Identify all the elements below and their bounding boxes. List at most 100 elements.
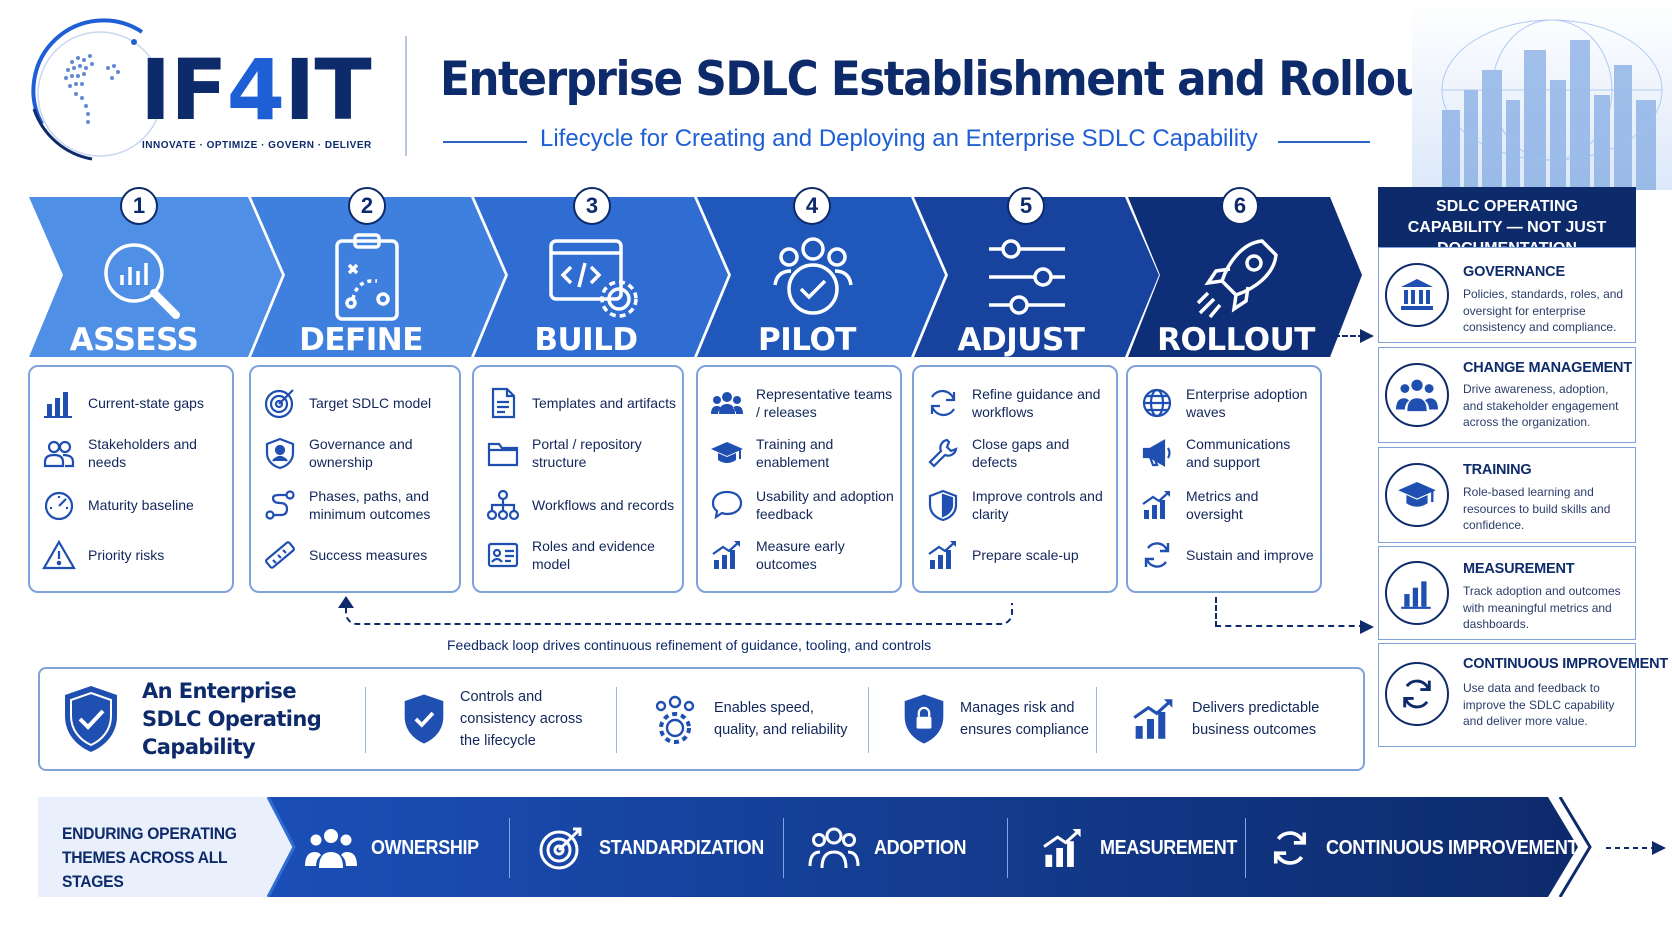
shield-icon <box>928 489 958 522</box>
stage-4-chevron <box>697 197 945 357</box>
list-item: Metrics and oversight <box>1140 481 1314 529</box>
list-item: Target SDLC model <box>263 379 453 427</box>
target-icon <box>539 827 582 870</box>
stage-4-title: PILOT <box>758 322 856 358</box>
list-item: Refine guidance and workflows <box>926 379 1110 427</box>
capability-summary: An Enterprise SDLC Operating Capability … <box>38 667 1365 771</box>
panel-item-training: TRAINING Role-based learning and resourc… <box>1378 447 1636 543</box>
bar-chart-icon <box>44 392 72 418</box>
stage-panel-connector <box>1334 335 1364 337</box>
capability-panel-heading: SDLC OPERATING CAPABILITY — NOT JUST DOC… <box>1378 187 1636 257</box>
cycle-icon <box>1273 831 1307 865</box>
list-item: Measure early outcomes <box>710 531 894 579</box>
chat-bubble-icon <box>711 490 743 520</box>
people-icon <box>305 829 357 868</box>
stage-2-chevron <box>251 197 505 357</box>
list-item: Portal / repository structure <box>486 429 676 477</box>
page-subtitle: Lifecycle for Creating and Deploying an … <box>540 125 1258 152</box>
stage-2-card: Target SDLC model Governance and ownersh… <box>249 365 461 593</box>
globe-logo-icon <box>31 18 163 161</box>
target-icon <box>264 389 294 419</box>
sliders-icon <box>989 239 1065 315</box>
stage-6-title: ROLLOUT <box>1157 322 1315 358</box>
capability-point: Manages risk and ensures compliance <box>902 669 1090 769</box>
list-item: Enterprise adoption waves <box>1140 379 1314 427</box>
people-icon <box>43 440 75 468</box>
code-window-gear-icon <box>549 239 638 318</box>
panel-icon-circle <box>1385 463 1449 527</box>
stage-panel-arrowhead <box>1360 329 1374 343</box>
list-item: Governance and ownership <box>263 429 453 477</box>
clipboard-plan-icon <box>335 233 399 321</box>
stage-4-number: 4 <box>793 187 831 225</box>
list-item: Maturity baseline <box>42 481 226 529</box>
refresh-icon <box>930 389 956 417</box>
panel-item-desc: Role-based learning and resources to bui… <box>1463 485 1611 532</box>
list-item: Priority risks <box>42 531 226 579</box>
team-icon <box>808 827 860 869</box>
stage-5-card: Refine guidance and workflows Close gaps… <box>912 365 1118 593</box>
path-icon <box>265 490 295 520</box>
list-item: Usability and adoption feedback <box>710 481 894 529</box>
list-item: Close gaps and defects <box>926 429 1110 477</box>
capability-title-block: An Enterprise SDLC Operating Capability <box>62 669 332 769</box>
panel-item-desc: Track adoption and outcomes with meaning… <box>1463 584 1621 631</box>
stage-3-chevron <box>474 197 728 357</box>
rocket-icon <box>1196 239 1278 319</box>
list-item: Training and enablement <box>710 429 894 477</box>
feedback-loop-label: Feedback loop drives continuous refineme… <box>447 637 932 653</box>
list-item: Workflows and records <box>486 481 676 529</box>
panel-item-title: CHANGE MANAGEMENT <box>1463 360 1632 376</box>
gauge-icon <box>44 491 74 521</box>
bar-chart-icon <box>1401 581 1431 609</box>
feedback-loop-line <box>345 603 1013 625</box>
panel-item-measurement: MEASUREMENT Track adoption and outcomes … <box>1378 546 1636 640</box>
panel-item-desc: Use data and feedback to improve the SDL… <box>1463 681 1615 728</box>
stage-1-title: ASSESS <box>69 322 199 358</box>
logo-wordmark: IF4IT <box>140 41 372 139</box>
people-icon <box>1396 379 1438 412</box>
wrench-icon <box>928 438 958 468</box>
theme-ownership: OWNERSHIP <box>305 813 491 883</box>
stage-6-chevron <box>1128 197 1362 357</box>
list-item: Improve controls and clarity <box>926 481 1110 529</box>
panel-item-change-management: CHANGE MANAGEMENT Drive awareness, adopt… <box>1378 347 1636 443</box>
growth-chart-icon <box>712 541 740 569</box>
stage-6-card: Enterprise adoption waves Communications… <box>1126 365 1322 593</box>
shield-check-icon <box>65 686 117 752</box>
panel-item-desc: Policies, standards, roles, and oversigh… <box>1463 287 1624 334</box>
stage-1-chevron <box>29 197 282 357</box>
panel-icon-circle <box>1385 662 1449 726</box>
themes-band <box>38 797 1592 897</box>
stage-2-title: DEFINE <box>299 322 423 358</box>
list-item: Sustain and improve <box>1140 531 1314 579</box>
people-gear-icon <box>655 695 695 744</box>
divider <box>868 687 869 753</box>
shield-lock-icon <box>904 694 944 744</box>
feedback-loop-arrowhead <box>338 596 354 608</box>
stage-3-number: 3 <box>573 187 611 225</box>
cycle-icon <box>1403 679 1431 709</box>
panel-item-title: MEASUREMENT <box>1463 561 1575 577</box>
divider <box>783 818 784 878</box>
panel-item-title: CONTINUOUS IMPROVEMENT <box>1463 656 1669 672</box>
themes-label: ENDURING OPERATING THEMES ACROSS ALL STA… <box>62 824 237 891</box>
stage-5-title: ADJUST <box>957 322 1085 358</box>
divider <box>365 687 366 753</box>
logo-tagline: INNOVATE · OPTIMIZE · GOVERN · DELIVER <box>142 140 372 151</box>
team-icon <box>711 392 743 414</box>
workflow-icon <box>486 489 520 521</box>
list-item: Phases, paths, and minimum outcomes <box>263 481 453 529</box>
list-item: Current-state gaps <box>42 379 226 427</box>
graduation-cap-icon <box>711 442 743 463</box>
growth-chart-icon <box>1043 829 1081 867</box>
list-item: Representative teams / releases <box>710 379 894 427</box>
growth-chart-icon <box>1142 491 1170 519</box>
stage-6-number: 6 <box>1221 187 1259 225</box>
divider <box>1245 818 1246 878</box>
capability-point: Delivers predictable business outcomes <box>1130 669 1322 769</box>
graduation-cap-icon <box>1398 482 1436 507</box>
subtitle-rule-right <box>1278 141 1370 143</box>
bank-icon <box>1401 279 1433 310</box>
